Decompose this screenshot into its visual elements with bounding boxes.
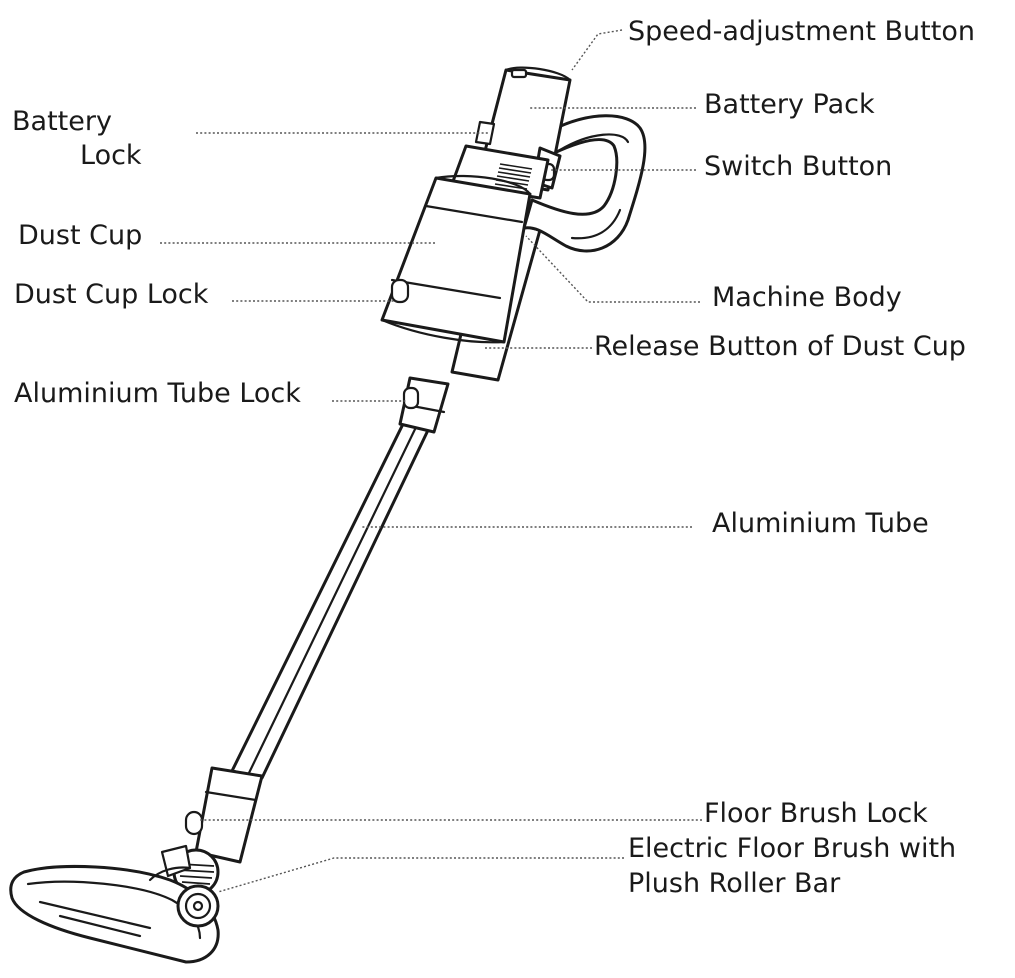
floor-brush-head [9, 864, 220, 964]
speed-adjustment-button-shape[interactable] [510, 68, 528, 79]
label-floor-brush-lock: Floor Brush Lock [704, 798, 928, 829]
label-dust-cup: Dust Cup [18, 220, 142, 251]
leader-lines [160, 29, 702, 893]
dust-cup-shape [380, 174, 532, 344]
tube-top-coupling [398, 376, 450, 434]
label-battery-lock-line2: Lock [80, 140, 142, 171]
floor-brush-lock-button[interactable] [184, 810, 204, 836]
label-aluminium-tube-lock: Aluminium Tube Lock [14, 378, 301, 409]
label-electric-floor-brush-line2: Plush Roller Bar [628, 868, 841, 899]
brush-neck-joint [160, 844, 220, 896]
lower-coupling-shape [184, 766, 264, 864]
aluminium-tube-shape [230, 418, 432, 780]
label-speed-adjustment-button: Speed-adjustment Button [628, 16, 975, 47]
label-dust-cup-lock: Dust Cup Lock [14, 279, 209, 310]
callout-labels: Speed-adjustment Button Battery Pack Bat… [12, 16, 975, 899]
label-battery-pack: Battery Pack [704, 89, 875, 120]
battery-lock-shape[interactable] [474, 120, 496, 146]
label-machine-body: Machine Body [712, 282, 902, 313]
label-release-button: Release Button of Dust Cup [594, 331, 966, 362]
label-switch-button: Switch Button [704, 151, 892, 182]
label-aluminium-tube: Aluminium Tube [712, 508, 929, 539]
aluminium-tube-lock-button[interactable] [402, 386, 420, 410]
label-electric-floor-brush-line1: Electric Floor Brush with [628, 833, 956, 864]
label-battery-lock-line1: Battery [12, 106, 112, 137]
vacuum-illustration [9, 66, 647, 964]
dust-cup-lock-button[interactable] [390, 278, 410, 304]
